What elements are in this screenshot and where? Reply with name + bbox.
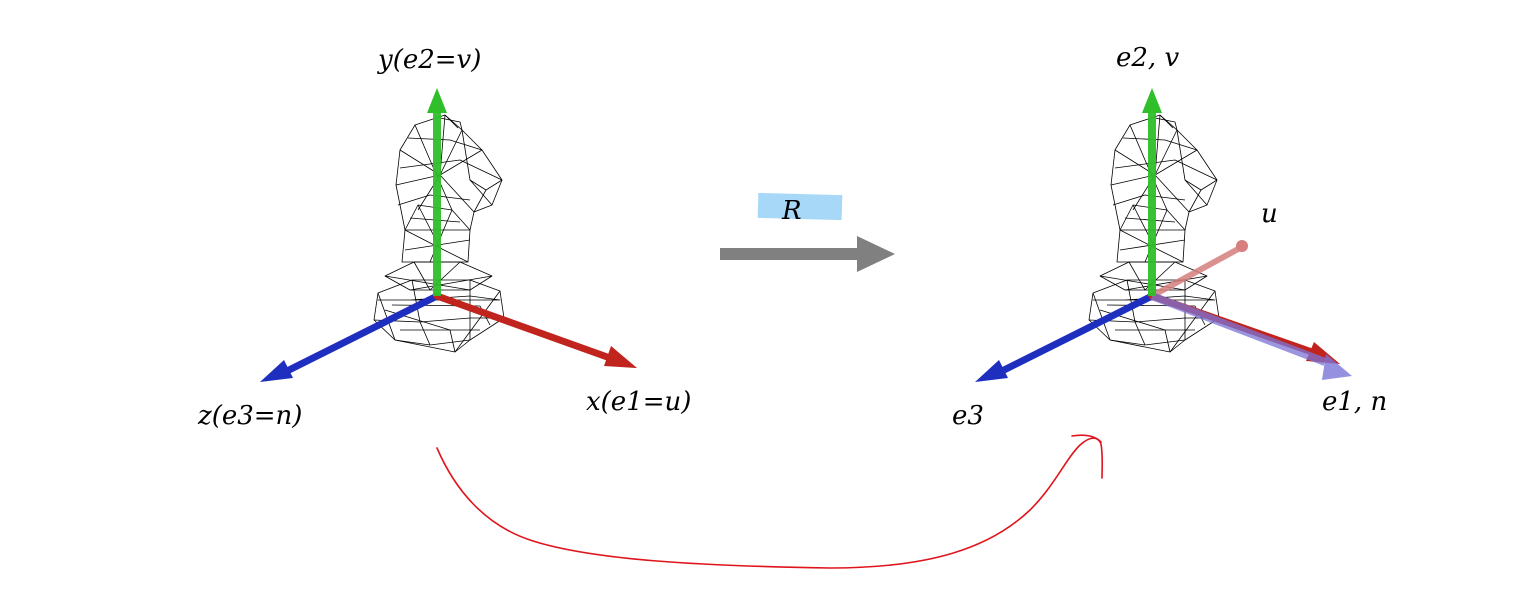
left-x-label: x(e1=u) bbox=[586, 387, 691, 417]
right-y-arrowhead bbox=[1142, 88, 1162, 113]
left-y-axis bbox=[427, 88, 447, 296]
left-y-arrowhead bbox=[427, 88, 447, 113]
left-frame: y(e2=v) x(e1=u) z(e3=n) bbox=[197, 45, 691, 431]
transform-arrowhead bbox=[857, 236, 895, 272]
right-n-arrowhead bbox=[1322, 354, 1352, 380]
transform: R bbox=[720, 192, 895, 272]
left-z-arrowhead bbox=[260, 360, 293, 382]
left-z-axis bbox=[260, 292, 441, 382]
left-x-arrowhead bbox=[604, 346, 637, 368]
right-y-label: e2, v bbox=[1116, 43, 1179, 73]
right-y-axis bbox=[1142, 88, 1162, 296]
left-y-label: y(e2=v) bbox=[377, 45, 481, 75]
right-frame: e2, v u e1, n e3 bbox=[952, 43, 1387, 431]
right-z-label: e3 bbox=[952, 401, 984, 431]
right-u-label: u bbox=[1261, 199, 1278, 229]
right-x-label: e1, n bbox=[1322, 387, 1387, 417]
mapping-curve bbox=[436, 434, 1104, 569]
transform-label: R bbox=[781, 196, 802, 226]
transform-label-highlight bbox=[757, 192, 843, 221]
right-z-arrowhead bbox=[975, 360, 1008, 382]
right-u-endpoint bbox=[1236, 240, 1248, 252]
left-x-axis bbox=[433, 292, 637, 368]
mapping-curve-path bbox=[436, 437, 1104, 569]
right-n-axis bbox=[1150, 292, 1352, 380]
left-knight-mesh bbox=[373, 114, 505, 353]
right-u-axis bbox=[1150, 240, 1248, 299]
mapping-curve-tick bbox=[1071, 434, 1102, 443]
right-z-axis bbox=[975, 292, 1156, 382]
left-z-label: z(e3=n) bbox=[197, 401, 302, 431]
